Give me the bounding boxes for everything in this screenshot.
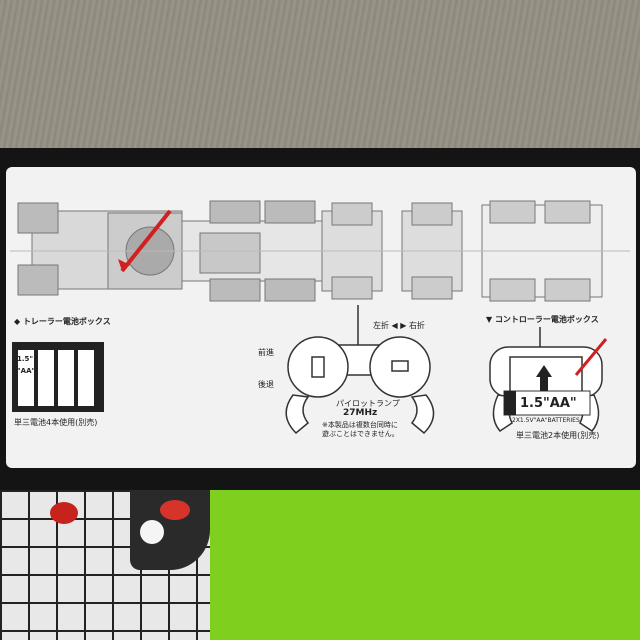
- controller-battery-note: 単三電池2本使用(別売): [516, 431, 600, 440]
- left-right-label: 左折 ◀ ▶ 右折: [373, 321, 425, 330]
- truck-diagram: [10, 200, 630, 302]
- trailer-battery-heading: ◆ トレーラー電池ボックス: [14, 317, 111, 326]
- background-wall: [0, 0, 640, 160]
- controller-cell-label: 1.5"AA": [520, 396, 577, 411]
- ladybug-pattern: [50, 502, 78, 524]
- controller-back-diagram: [489, 327, 608, 432]
- remote-diagram: [285, 305, 435, 435]
- battery-label-top: 1.5": [17, 355, 34, 363]
- green-cloth: [210, 490, 640, 640]
- forward-label: 前進: [258, 348, 274, 357]
- instruction-panel: ◆ トレーラー電池ボックス 1.5" "AA" 単三電池4本使用(別売) 左折 …: [6, 167, 636, 468]
- battery-cells: [12, 342, 104, 412]
- pilot-lamp-label: パイロットランプ: [336, 399, 400, 408]
- controller-battery-heading: ▼ コントローラー電池ボックス: [486, 315, 599, 324]
- trailer-battery-note: 単三電池4本使用(別売): [14, 418, 98, 427]
- bird-pattern: [130, 490, 210, 570]
- warning-line2: 遊ぶことはできません。: [322, 430, 399, 438]
- warning-line1: ※本製品は複数台同時に: [322, 421, 398, 429]
- frequency-label: 27MHz: [343, 408, 378, 418]
- battery-label-bottom: "AA": [17, 367, 36, 375]
- back-label: 後退: [258, 380, 274, 389]
- controller-batteries-label: 2X1.5V"AA"BATTERIES: [512, 417, 580, 424]
